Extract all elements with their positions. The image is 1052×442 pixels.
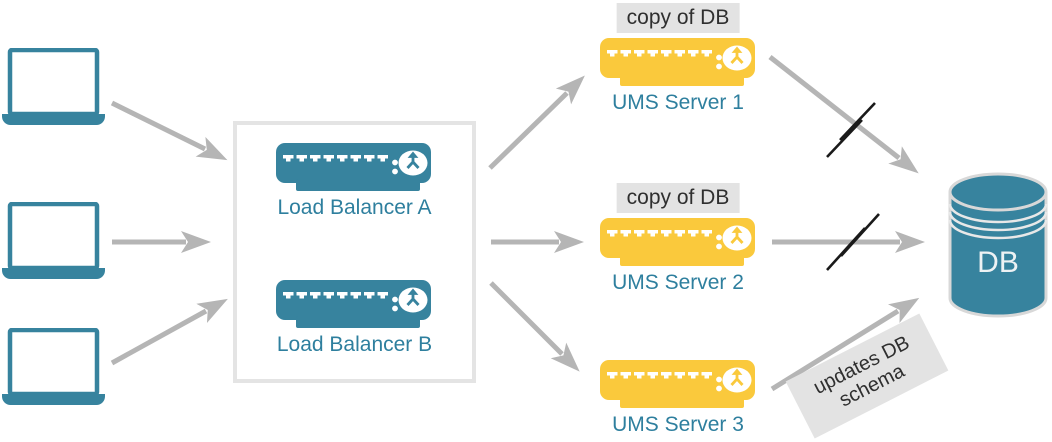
load-balancer-a-label: Load Balancer A xyxy=(277,196,432,219)
break-slash-icon xyxy=(826,119,863,158)
ums-server-1-node: copy of DB UMS Server 1 xyxy=(598,3,758,115)
ums-server-3-label: UMS Server 3 xyxy=(612,413,744,436)
client-laptop-icon xyxy=(2,202,105,279)
ums-server-3-node: UMS Server 3 xyxy=(598,325,758,437)
copy-of-db-badge: copy of DB xyxy=(616,183,740,213)
ums-server-2-label: UMS Server 2 xyxy=(612,271,744,294)
break-slash-icon xyxy=(826,227,866,271)
arrow-ums3-to-db xyxy=(770,297,920,392)
break-slash-icon xyxy=(839,102,876,141)
ums-server-appliance-icon xyxy=(598,218,758,268)
load-balancer-group-box: Load Balancer A Load Balancer B xyxy=(233,121,476,383)
arrow-laptop1-to-loadbalancers xyxy=(110,100,228,161)
copy-of-db-badge: copy of DB xyxy=(616,3,740,33)
arrow-loadbalancers-to-ums3 xyxy=(489,281,580,372)
database-label: DB xyxy=(977,246,1019,279)
ums-server-2-node: copy of DB UMS Server 2 xyxy=(598,183,758,295)
ums-server-1-label: UMS Server 1 xyxy=(612,91,744,114)
load-balancer-appliance-icon xyxy=(274,280,434,330)
client-laptop-icon xyxy=(2,328,105,405)
client-laptop-icon xyxy=(2,48,105,125)
arrow-loadbalancers-to-ums1 xyxy=(488,75,585,170)
arrow-ums1-to-db xyxy=(768,55,919,174)
ums-server-appliance-icon xyxy=(598,38,758,88)
load-balancer-b-label: Load Balancer B xyxy=(276,333,433,356)
arrow-laptop3-to-loadbalancers xyxy=(110,298,228,366)
database-cylinder-icon: DB xyxy=(946,170,1050,320)
load-balancer-appliance-icon xyxy=(274,143,434,193)
ums-server-appliance-icon xyxy=(598,360,758,410)
